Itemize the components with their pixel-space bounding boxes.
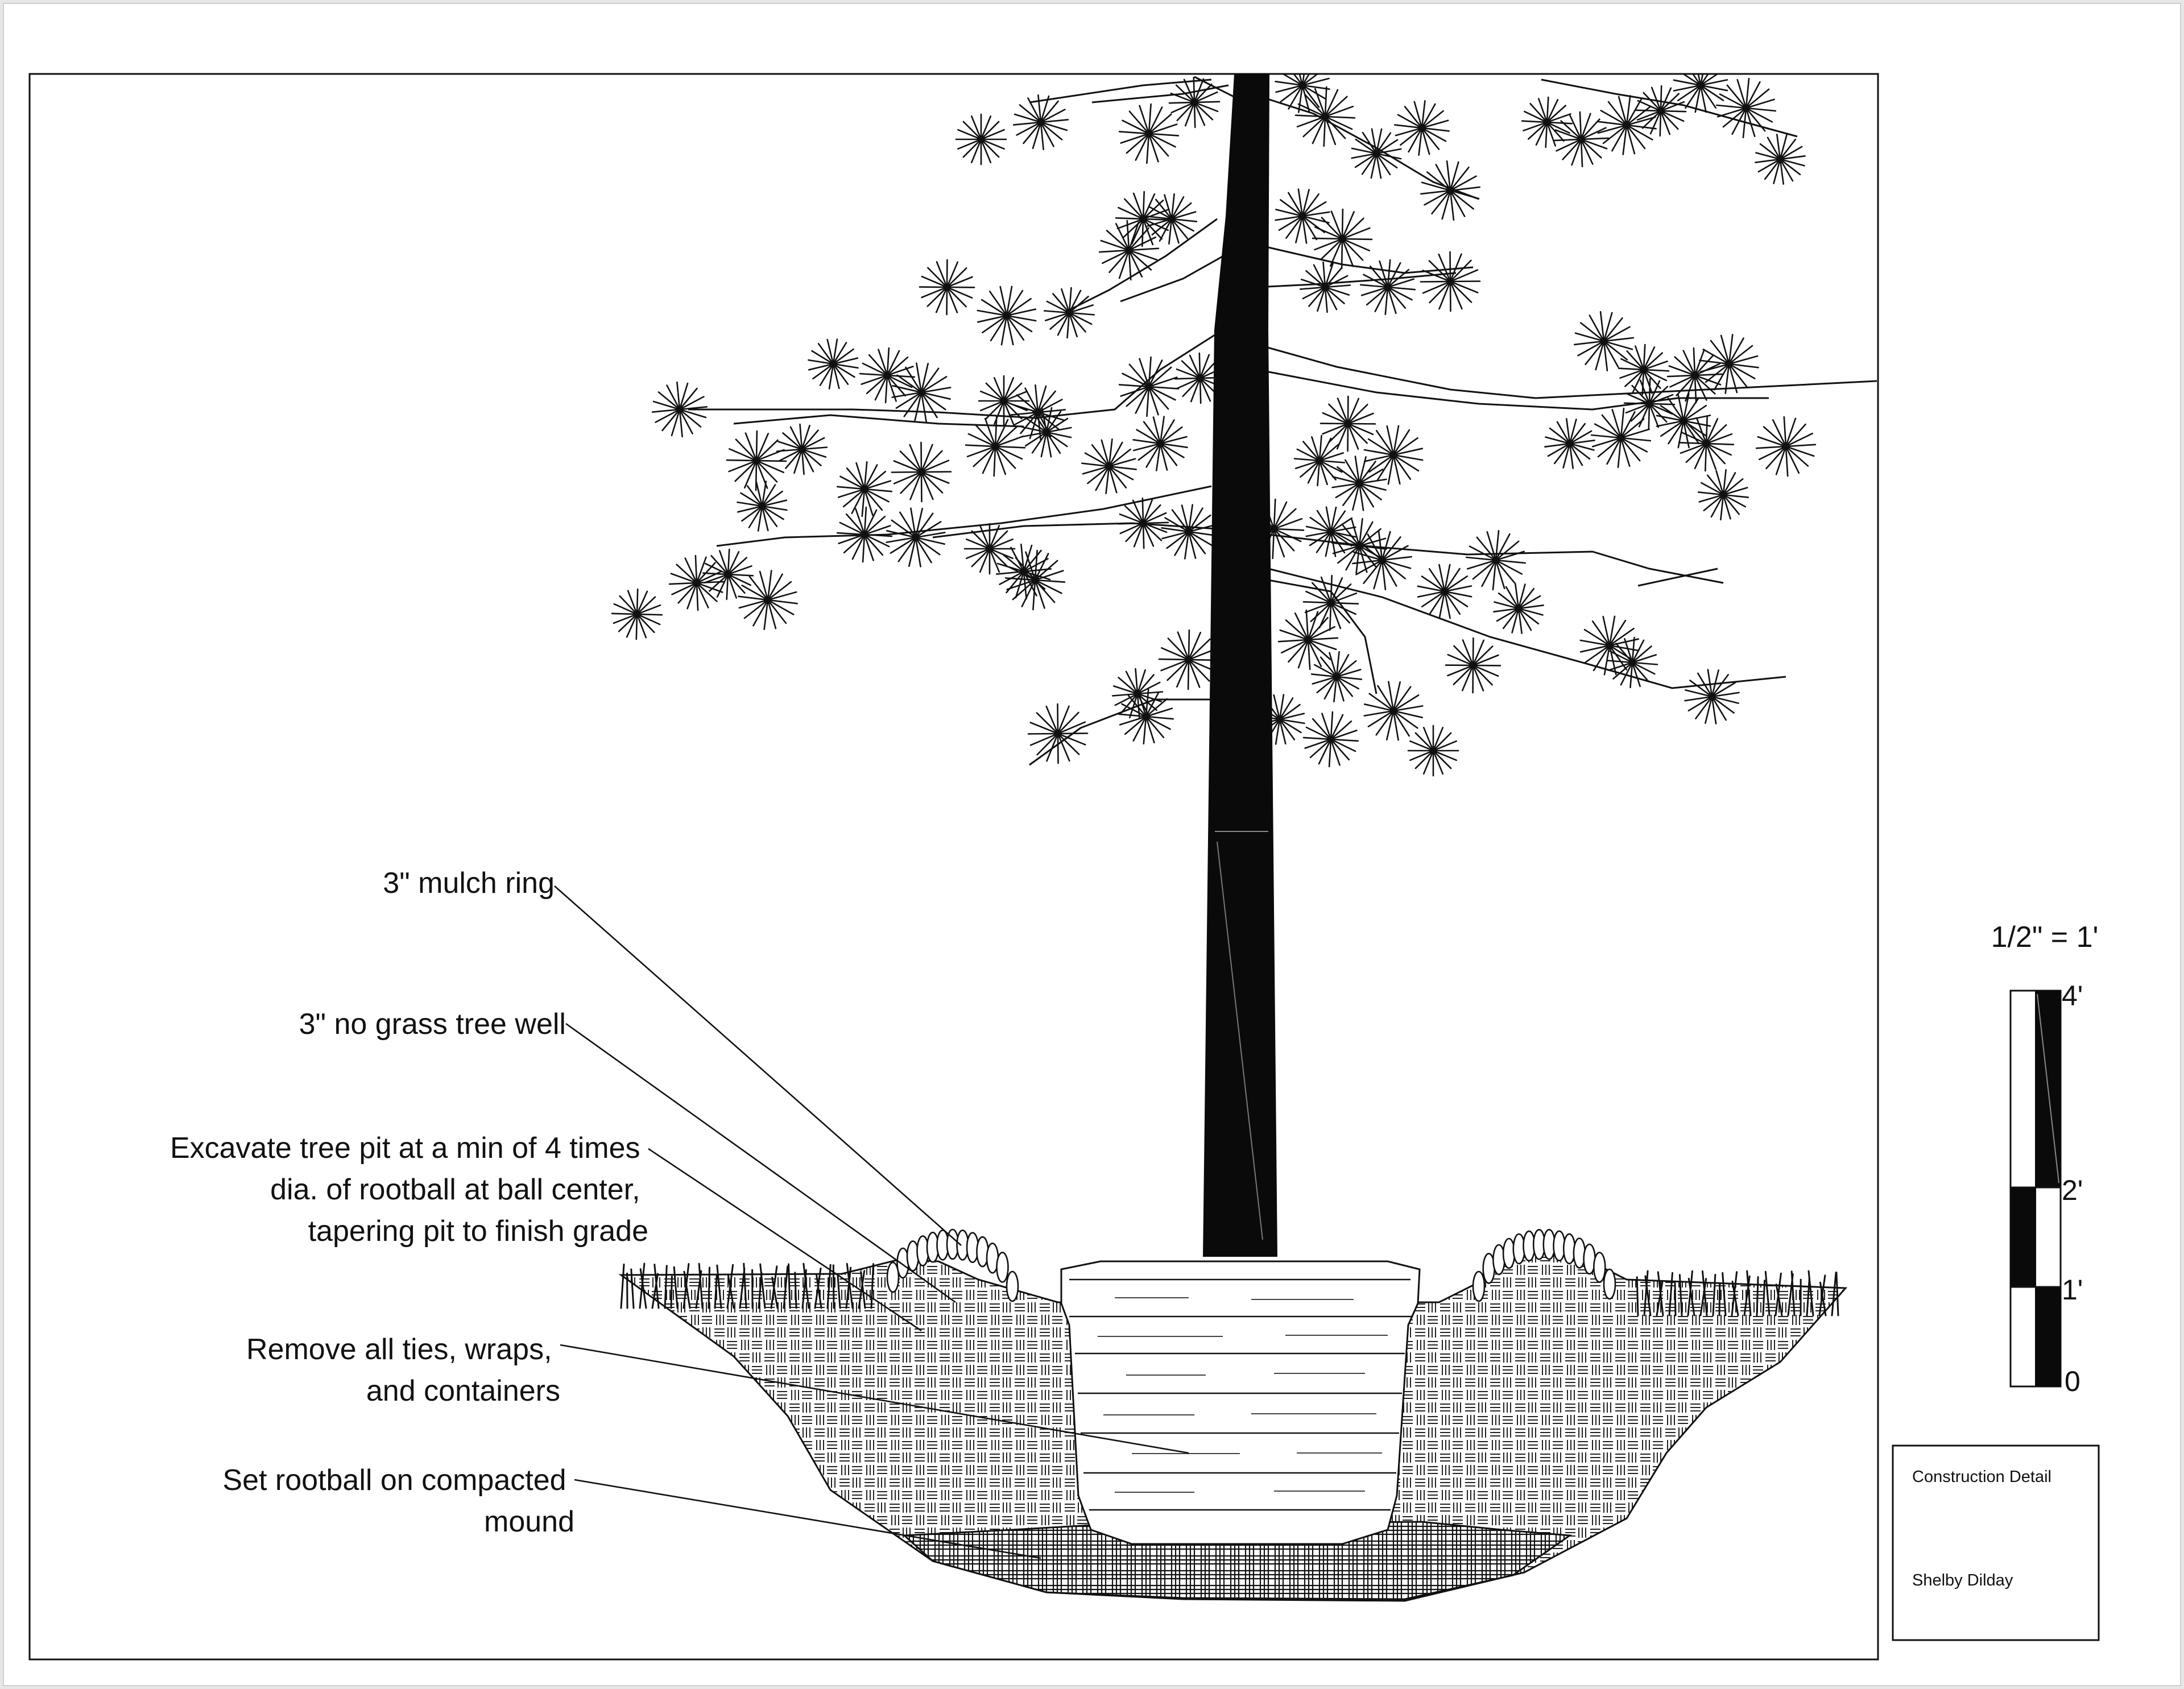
leader-excavate — [648, 1148, 922, 1332]
scale-bar: 1/2" = 1' 4' 2' 1' 0 — [1991, 921, 2099, 1397]
tree-trunk — [1203, 74, 1277, 1257]
leader-remove-ties — [560, 1344, 1189, 1454]
leader-tree-well — [565, 1022, 956, 1303]
callout-set-rootball: Set rootball on compacted mound — [222, 1464, 574, 1538]
title-block: Construction Detail Shelby Dilday — [1892, 1444, 2100, 1641]
tree-foliage — [611, 74, 1817, 777]
leader-rootball-mound — [574, 1479, 1041, 1559]
scale-tick-4ft: 4' — [2062, 980, 2083, 1012]
callout-excavate-pit: Excavate tree pit at a min of 4 times di… — [170, 1132, 648, 1248]
scale-title: 1/2" = 1' — [1991, 921, 2099, 954]
scale-tick-2ft: 2' — [2062, 1174, 2083, 1206]
callout-remove-ties: Remove all ties, wraps, and containers — [246, 1333, 560, 1408]
title-block-label: Construction Detail — [1912, 1468, 2051, 1486]
callout-leaders — [554, 885, 1189, 1559]
grass-turf — [620, 1262, 1839, 1317]
callout-mulch-ring: 3" mulch ring — [383, 867, 555, 900]
leader-mulch-ring — [554, 885, 962, 1246]
title-block-author: Shelby Dilday — [1912, 1571, 2013, 1589]
callout-tree-well: 3" no grass tree well — [299, 1008, 566, 1041]
planting-pit — [618, 1247, 1848, 1602]
rootball — [1060, 1260, 1421, 1545]
mulch-ring — [886, 1228, 1616, 1302]
scale-tick-1ft: 1' — [2062, 1274, 2083, 1306]
scale-tick-0: 0 — [2065, 1365, 2080, 1397]
callouts: 3" mulch ring 3" no grass tree well Exca… — [170, 867, 648, 1538]
